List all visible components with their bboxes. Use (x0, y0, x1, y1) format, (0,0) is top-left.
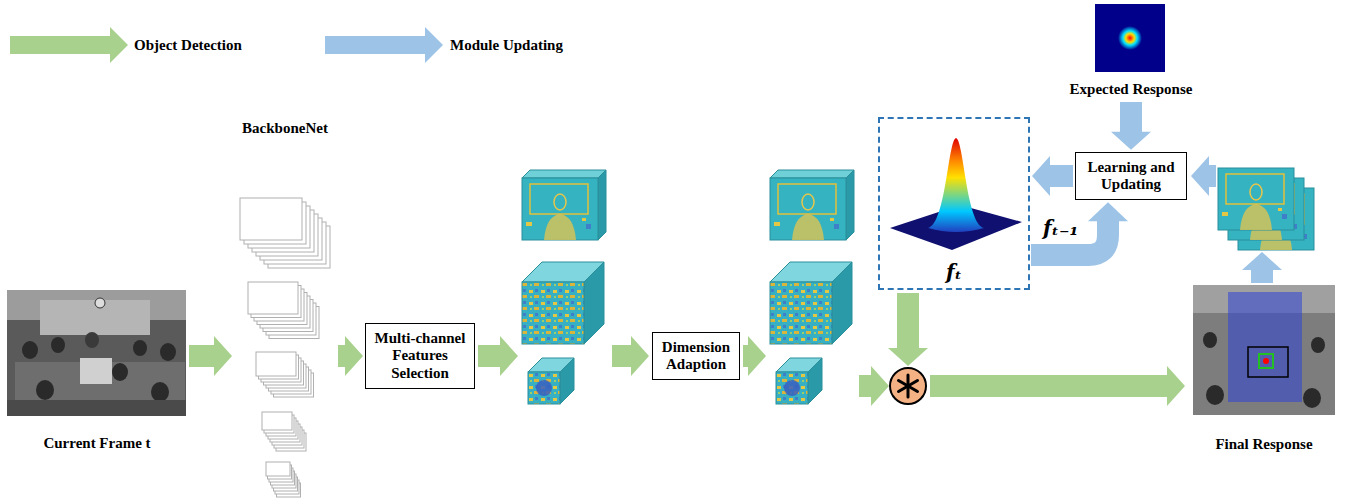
connector (338, 336, 363, 376)
illustration-part (262, 412, 292, 430)
illustration-part (888, 293, 928, 366)
illustration-part (930, 366, 1185, 406)
illustration-part (160, 343, 176, 361)
connector-arrow (189, 336, 232, 376)
detection-arrow (478, 293, 1185, 406)
image-node: Current Frame t (7, 286, 187, 454)
process-box: Multi-channel Features Selection (365, 323, 475, 389)
illustration-part (612, 336, 649, 376)
illustration-part (266, 462, 290, 476)
illustration-part (248, 282, 298, 314)
image-node: Final Response (1188, 283, 1340, 455)
process-box: Dimension Adaption (652, 332, 740, 381)
filter-box: fₜ (878, 117, 1030, 290)
filter-surface (890, 138, 1022, 250)
legend-text: Module Updating (450, 37, 563, 54)
illustration-part (1095, 4, 1165, 72)
node-text: Learning and Updating (1081, 159, 1181, 194)
illustration-part (80, 358, 112, 384)
connector-arrow (338, 336, 363, 376)
backbone-layers (240, 198, 330, 497)
illustration-part (1228, 292, 1302, 402)
illustration-part (85, 332, 99, 348)
illustration-part (478, 336, 518, 376)
illustration-part (133, 340, 147, 356)
illustration-part (890, 368, 926, 404)
connector (1111, 102, 1151, 150)
illustration-part (928, 138, 984, 232)
illustration-part (1193, 285, 1335, 415)
process-box: Learning and Updating (1075, 152, 1187, 201)
connector-arrow (1111, 102, 1151, 150)
illustration-part (256, 352, 296, 376)
convolution-symbol (890, 368, 926, 404)
illustration-part (36, 380, 54, 400)
node-text: BackboneNet (234, 120, 336, 137)
illustration-part (1303, 388, 1321, 408)
connector (1031, 202, 1128, 255)
frame-photo (7, 290, 186, 416)
image-node: Expected Response (1060, 2, 1202, 100)
response-features (1218, 168, 1314, 250)
illustration-part (899, 381, 918, 392)
filter-symbol: fₜ (880, 261, 1028, 284)
node-text: Final Response (1188, 436, 1340, 453)
illustration-part (95, 298, 105, 308)
illustration-part (1259, 354, 1273, 368)
illustration-part (743, 336, 766, 376)
feature-stack (770, 170, 854, 404)
node-text: Dimension Adaption (658, 339, 734, 374)
illustration-part (1263, 358, 1269, 364)
feature-stack (522, 170, 606, 404)
illustration-part (1191, 156, 1216, 196)
updating-arrow (1191, 156, 1282, 283)
illustration-part (1203, 332, 1217, 348)
illustration-part (899, 381, 918, 392)
legend-text: Object Detection (134, 37, 242, 54)
illustration-part (1242, 252, 1282, 283)
illustration-part (151, 382, 169, 402)
illustration-part (1218, 168, 1294, 230)
final-response-photo (1193, 285, 1335, 415)
illustration-part (240, 198, 302, 240)
illustration-part (1118, 26, 1142, 50)
expected-response-map (1095, 4, 1165, 72)
illustration-part (112, 363, 128, 381)
edge-label: fₜ₋₁ (1043, 216, 1078, 240)
node-text: Current Frame t (7, 435, 187, 452)
legend-swatch (10, 27, 128, 63)
legend-swatch (325, 27, 443, 63)
illustration-part (7, 400, 186, 416)
illustration-part (899, 375, 918, 397)
illustration-part (7, 290, 186, 416)
connector (189, 336, 232, 376)
illustration-part (51, 337, 65, 353)
illustration-part (1248, 347, 1288, 377)
connector-arrow (1032, 156, 1073, 196)
node-text: Expected Response (1060, 81, 1202, 98)
illustration-part (1311, 337, 1325, 353)
illustration-part (1206, 385, 1224, 405)
illustration-part (859, 366, 889, 406)
backbone-group: BackboneNet (234, 112, 336, 502)
connector (1032, 156, 1073, 196)
connector-arrowhead (1088, 202, 1128, 221)
node-text: Multi-channel Features Selection (371, 330, 469, 382)
illustration-part (22, 341, 38, 359)
